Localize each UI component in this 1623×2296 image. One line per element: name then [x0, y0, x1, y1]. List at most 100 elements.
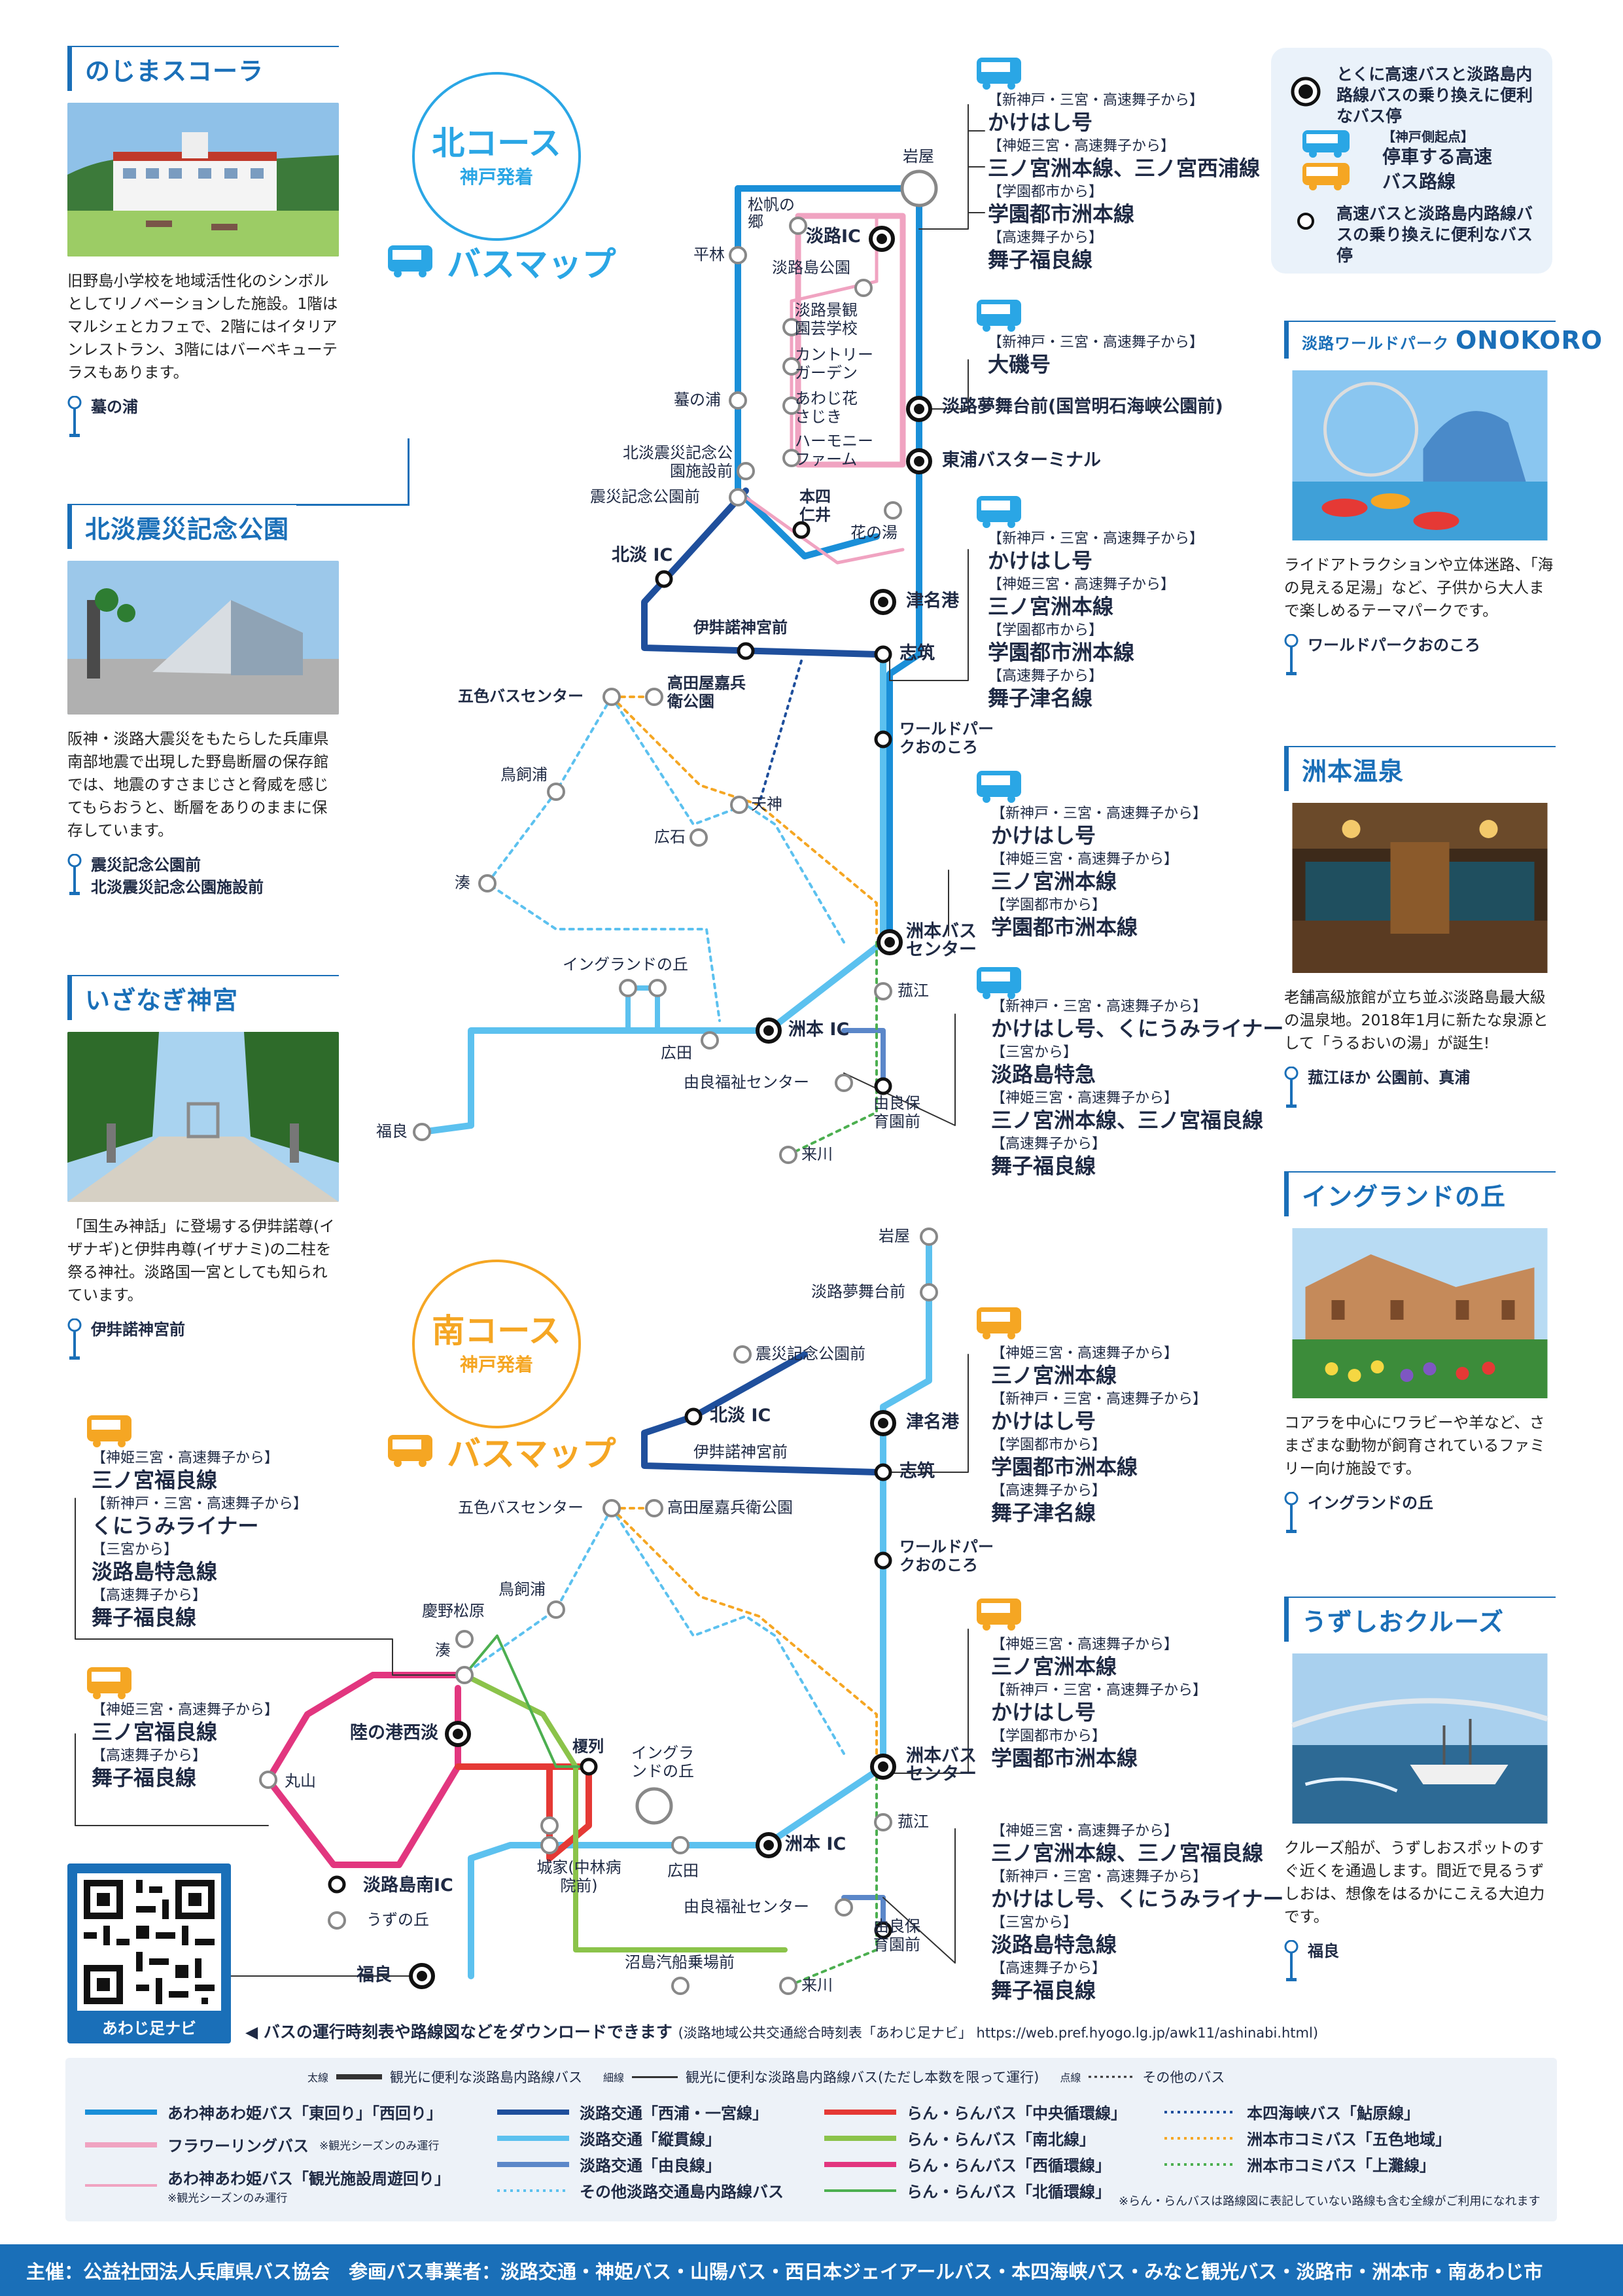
stop-sumoto-bc: 洲本バスセンター — [906, 1746, 977, 1784]
stop-goshiki: 五色バスセンター — [458, 1498, 584, 1517]
stop-shizuki: 志筑 — [899, 643, 935, 663]
south-route-list-rikunominato: 【神姫三宮・高速舞子から】三ノ宮福良線 【新神戸・三宮・高速舞子から】くにうみラ… — [92, 1449, 307, 1633]
route-origin: 【高速舞子から】 — [92, 1587, 207, 1604]
north-route-dotted-orange — [610, 696, 878, 937]
panel-title: 北淡震災記念公園 — [67, 504, 339, 549]
legend-minor-stop: 高速バスと淡路島内路線バスの乗り換えに便利なバス停 — [1336, 204, 1533, 265]
route-line: 淡路島特急線 — [991, 1932, 1117, 1957]
panel-bus-stop: 震災記念公園前 北淡震災記念公園施設前 — [67, 854, 339, 898]
stop-awajinan-ic: 淡路島南IC — [363, 1875, 453, 1896]
south-course-badge: 南コース 神戸発着 — [412, 1260, 581, 1428]
stop-rikunominato: 陸の港西淡 — [350, 1723, 438, 1743]
panel-bus-stop: イングランドの丘 — [1284, 1492, 1556, 1534]
photo-england-hill — [1292, 1228, 1548, 1398]
stop-yura-fukushi: 由良福祉センター — [684, 1898, 809, 1916]
stop-fukura: 福良 — [376, 1122, 408, 1140]
legend-swatch — [497, 2189, 569, 2192]
legend-label: らん・らんバス「南北線」 — [907, 2130, 1095, 2149]
north-route-flower — [795, 213, 906, 468]
panel-description: 「国生み神話」に登場する伊弉諾尊(イザナギ)と伊弉冉尊(イザナミ)の二柱を祭る神… — [67, 1217, 335, 1304]
north-route-list-4: 【新神戸・三宮・高速舞子から】かけはし号 【神姫三宮・高速舞子から】三ノ宮洲本線… — [991, 805, 1207, 942]
panel-hokudan-memorial: 北淡震災記念公園 阪神・淡路大震災をもたらした兵庫県南部地震で出現した野島断層の… — [67, 504, 339, 898]
legend-label: その他淡路交通島内路線バス — [580, 2183, 784, 2201]
panel-title: のじまスコーラ — [67, 46, 339, 91]
legend-thick-label: 観光に便利な淡路島内路線バス — [390, 2070, 583, 2085]
route-origin: 【新神戸・三宮・高速舞子から】 — [988, 334, 1204, 351]
legend-label: らん・らんバス「中央循環線」 — [907, 2104, 1126, 2123]
panel-description: 旧野島小学校を地域活性化のシンボルとしてリノベーションした施設。1階はマルシェと… — [67, 272, 338, 381]
legend-dot-label: その他のバス — [1142, 2070, 1225, 2085]
panel-title-prefix: 淡路ワールドパーク — [1302, 334, 1449, 353]
legend-item-kaminada: 洲本市コミバス「上灘線」 — [1164, 2153, 1435, 2176]
route-line: 舞子福良線 — [92, 1765, 197, 1790]
stop-goshiki: 五色バスセンター — [458, 687, 584, 705]
legend-swatch — [497, 2135, 569, 2141]
bus-icon — [388, 245, 432, 277]
stop-kanpaku: 榎列 — [572, 1737, 604, 1756]
legend-label: らん・らんバス「西循環線」 — [907, 2157, 1111, 2175]
legend-swatch — [497, 2161, 569, 2167]
legend-swatch — [1164, 2163, 1236, 2166]
busmap-label: バスマップ — [447, 245, 616, 285]
south-route-nishiura — [641, 1351, 880, 1475]
stop-iwaya: 岩屋 — [879, 1227, 910, 1245]
stop-hirota: 広田 — [667, 1862, 699, 1880]
bus-icon — [1302, 130, 1350, 190]
stop-england: イングランドの丘 — [563, 955, 688, 974]
stop-tsuna: 津名港 — [906, 1412, 959, 1432]
legend-item-awagami-tour: あわ神あわ姫バス「観光施設周遊回り」※観光シーズンのみ運行 — [85, 2166, 450, 2205]
panel-stop-name: イングランドの丘 — [1308, 1494, 1433, 1512]
bus-stop-icon — [1284, 634, 1299, 675]
route-origin: 【新神戸・三宮・高速舞子から】 — [991, 1869, 1208, 1885]
legend-swatch — [497, 2109, 569, 2115]
south-route-saijun — [265, 1672, 468, 1868]
legend-label: 本四海峡バス「鮎原線」 — [1247, 2104, 1420, 2123]
route-line: 舞子福良線 — [988, 247, 1093, 272]
route-line: 三ノ宮洲本線、三ノ宮西浦線 — [988, 156, 1261, 181]
north-route-dotted-2 — [610, 696, 845, 944]
route-origin: 【神姫三宮・高速舞子から】 — [991, 1345, 1179, 1362]
legend-swatch — [824, 2161, 896, 2167]
qr-code-card[interactable]: あわじ足ナビ — [67, 1863, 231, 2043]
panel-bus-stop: 菰江ほか 公園前、真浦 — [1284, 1067, 1556, 1108]
qr-label: あわじ足ナビ — [102, 2019, 196, 2038]
south-route-jukan-main — [880, 1233, 932, 1770]
route-origin: 【新神戸・三宮・高速舞子から】 — [988, 92, 1204, 109]
route-origin: 【神姫三宮・高速舞子から】 — [991, 1636, 1179, 1653]
route-line: 舞子津名線 — [988, 686, 1093, 711]
stop-england: イングランドの丘 — [631, 1744, 694, 1780]
highway-bus-icon — [87, 1415, 131, 1447]
stop-tsuna: 津名港 — [906, 591, 959, 611]
stop-country: カントリーガーデン — [795, 345, 873, 382]
bus-stop-icon — [1284, 1940, 1299, 1981]
legend-note: ※観光シーズンのみ運行 — [319, 2140, 440, 2153]
legend-item-goshiki-community: 洲本市コミバス「五色地域」 — [1164, 2127, 1451, 2149]
legend-footnote: ※らん・らんバスは路線図に表記していない路線も含む全線がご利用になれます — [1119, 2195, 1541, 2208]
legend-note: ※観光シーズンのみ運行 — [167, 2192, 288, 2205]
route-origin: 【三宮から】 — [92, 1542, 179, 1558]
stop-takataya: 高田屋嘉兵衛公園 — [667, 674, 746, 711]
download-url[interactable]: (淡路地域公共交通総合時刻表「あわじ足ナビ」 https://web.pref.… — [678, 2025, 1319, 2041]
route-origin: 【高速舞子から】 — [988, 668, 1104, 684]
legend-item-other-awaji: その他淡路交通島内路線バス — [497, 2179, 784, 2202]
legend-swatch — [85, 2109, 157, 2115]
stop-shizuki: 志筑 — [899, 1461, 935, 1481]
legend-swatch — [824, 2109, 896, 2115]
panel-stop-name: ワールドパークおのころ — [1308, 636, 1480, 654]
stop-raisen: 来川 — [801, 1145, 833, 1163]
north-busmap-title: バスマップ — [386, 237, 616, 286]
stop-higashiura: 東浦バスターミナル — [942, 450, 1101, 470]
legend-dot-tag: 点線 — [1060, 2072, 1081, 2084]
highway-bus-icon — [977, 1307, 1021, 1339]
stop-harmony: ハーモニーファーム — [795, 432, 873, 468]
route-line: かけはし号 — [988, 110, 1093, 135]
download-note[interactable]: ◀ バスの運行時刻表や路線図などをダウンロードできます (淡路地域公共交通総合時… — [245, 2019, 1318, 2043]
route-line: 三ノ宮福良線 — [92, 1468, 218, 1492]
panel-stop-name: 北淡震災記念公園施設前 — [91, 878, 264, 896]
north-route-list-1: 【新神戸・三宮・高速舞子から】かけはし号 【神姫三宮・高速舞子から】三ノ宮洲本線… — [988, 92, 1260, 275]
north-route-yura — [841, 1028, 886, 1089]
north-route-west-blue — [735, 185, 880, 559]
route-line: 舞子福良線 — [92, 1605, 197, 1630]
route-origin: 【新神戸・三宮・高速舞子から】 — [991, 1391, 1208, 1407]
legend-thin-swatch — [632, 2076, 678, 2078]
